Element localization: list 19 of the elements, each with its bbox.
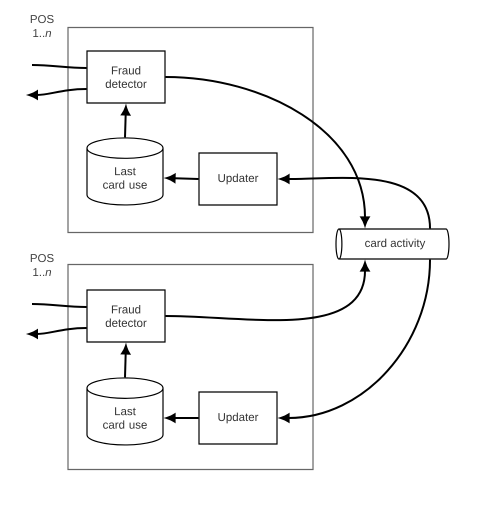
process-box: Updater <box>198 391 278 445</box>
process-box: Updater <box>198 152 278 206</box>
arrow <box>121 345 130 378</box>
arrow <box>166 413 198 423</box>
arrow <box>280 260 432 423</box>
database-cylinder: Last card use <box>86 137 164 206</box>
arrow <box>28 88 86 100</box>
pos-label: POS 1..n <box>30 14 54 37</box>
arrow <box>28 327 86 339</box>
arrow <box>121 106 130 138</box>
process-box: Fraud detector <box>86 50 166 104</box>
database-cylinder: Last card use <box>86 377 164 446</box>
queue-cylinder: card activity <box>335 228 450 260</box>
arrow <box>280 174 431 229</box>
arrow <box>166 262 370 322</box>
process-box: Fraud detector <box>86 289 166 343</box>
pos-label: POS 1..n <box>30 254 54 276</box>
arrow <box>166 76 370 226</box>
arrow <box>166 174 198 183</box>
